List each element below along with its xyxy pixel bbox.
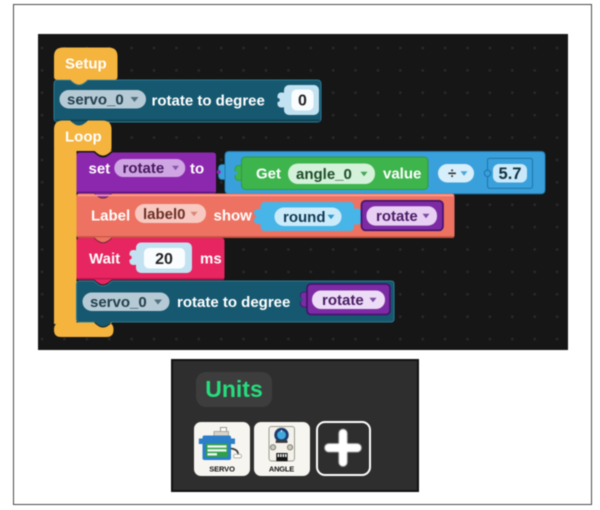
svg-text:servo_0: servo_0: [90, 294, 147, 311]
svg-text:rotate: rotate: [123, 160, 165, 177]
svg-text:Label: Label: [91, 208, 130, 225]
svg-text:÷: ÷: [448, 165, 456, 182]
svg-text:0: 0: [298, 93, 307, 110]
svg-text:5.7: 5.7: [499, 165, 522, 183]
svg-text:servo_0: servo_0: [67, 92, 124, 109]
svg-text:angle_0: angle_0: [296, 166, 352, 183]
svg-text:set: set: [89, 160, 111, 177]
svg-text:value: value: [383, 166, 421, 183]
svg-text:Loop: Loop: [65, 128, 102, 145]
svg-text:rotate: rotate: [376, 208, 418, 225]
svg-text:20: 20: [155, 251, 173, 268]
svg-text:Get: Get: [256, 166, 281, 183]
svg-text:SERVO: SERVO: [209, 464, 235, 473]
svg-text:Wait: Wait: [89, 251, 120, 268]
svg-text:ANGLE: ANGLE: [268, 464, 293, 473]
svg-text:Setup: Setup: [65, 55, 107, 72]
svg-text:rotate to degree: rotate to degree: [177, 294, 290, 311]
svg-text:show: show: [214, 208, 253, 225]
svg-text:rotate: rotate: [322, 292, 364, 309]
svg-text:ms: ms: [200, 251, 222, 268]
svg-text:label0: label0: [143, 206, 186, 223]
svg-text:round: round: [283, 209, 326, 226]
svg-text:to: to: [190, 160, 204, 177]
svg-text:rotate to degree: rotate to degree: [152, 93, 265, 110]
